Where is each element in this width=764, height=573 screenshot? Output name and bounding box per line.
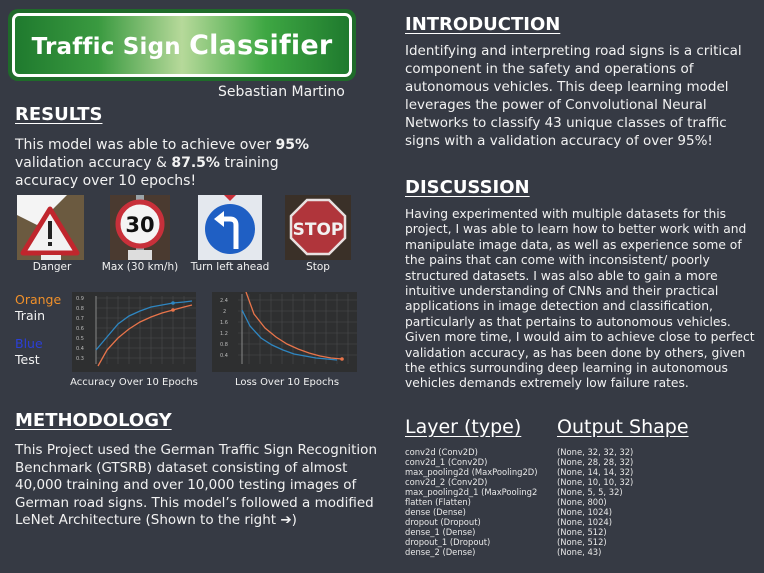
output-shape: (None, 32, 32, 32): [557, 447, 634, 457]
layer-list: conv2d (Conv2D) conv2d_1 (Conv2D) max_po…: [405, 447, 538, 557]
layer-name: conv2d (Conv2D): [405, 447, 478, 457]
title-sign-inner: Traffic Sign Classifier: [12, 13, 352, 77]
layer-name: max_pooling2d (MaxPooling2D): [405, 467, 538, 477]
results-text: This model was able to achieve over 95% …: [15, 136, 345, 190]
svg-text:0.8: 0.8: [220, 342, 228, 348]
output-shape: (None, 1024): [557, 517, 613, 527]
output-shape: (None, 512): [557, 527, 607, 537]
layer-name: max_pooling2d_1 (MaxPooling2: [405, 487, 538, 497]
svg-text:0.4: 0.4: [220, 353, 228, 359]
output-shape-list: (None, 32, 32, 32) (None, 28, 28, 32) (N…: [557, 447, 633, 557]
methodology-heading: METHODOLOGY: [15, 410, 172, 431]
title-sign: Traffic Sign Classifier: [8, 9, 356, 81]
svg-text:0.4: 0.4: [76, 346, 84, 352]
svg-text:0.8: 0.8: [76, 306, 84, 312]
introduction-text: Identifying and interpreting road signs …: [405, 43, 742, 149]
speed-limit-30-sign-image: 30: [110, 195, 170, 260]
results-heading: RESULTS: [15, 104, 103, 125]
layer-name: dropout (Dropout): [405, 517, 481, 527]
stop-sign-image: STOP: [285, 195, 351, 260]
svg-text:0.6: 0.6: [76, 326, 84, 332]
author-name: Sebastian Martino: [218, 84, 345, 100]
sign-label-turn-left: Turn left ahead: [190, 261, 270, 273]
results-text-2: validation accuracy &: [15, 155, 172, 171]
svg-text:0.3: 0.3: [76, 356, 84, 362]
output-shape: (None, 512): [557, 537, 607, 547]
legend-test-label: Test: [15, 352, 40, 367]
accuracy-chart: 0.9 0.8 0.7 0.6 0.5 0.4 0.3: [72, 292, 196, 372]
title-part-1: Traffic Sign: [31, 33, 190, 60]
introduction-heading: INTRODUCTION: [405, 14, 561, 35]
sign-label-danger: Danger: [32, 261, 72, 273]
layer-name: dense_2 (Dense): [405, 547, 476, 557]
output-shape: (None, 28, 28, 32): [557, 457, 634, 467]
legend-blue-label: Blue: [15, 336, 43, 351]
svg-text:0.9: 0.9: [76, 296, 84, 302]
title-part-2: Classifier: [189, 29, 333, 61]
sign-label-30: Max (30 km/h): [101, 261, 179, 273]
svg-text:2.4: 2.4: [220, 298, 228, 304]
svg-text:STOP: STOP: [293, 220, 344, 240]
legend-orange-label: Orange: [15, 292, 62, 307]
results-bold-875: 87.5%: [171, 155, 220, 171]
page-title: Traffic Sign Classifier: [32, 30, 333, 61]
chart-legend: Orange Train Blue Test: [15, 292, 61, 368]
output-shape: (None, 800): [557, 497, 607, 507]
layer-name: dense_1 (Dense): [405, 527, 476, 537]
svg-text:0.7: 0.7: [76, 316, 84, 322]
accuracy-chart-title: Accuracy Over 10 Epochs: [70, 377, 198, 388]
output-shape: (None, 43): [557, 547, 602, 557]
sign-examples: Danger 30 Max (30 km/h) Turn left ahead …: [15, 195, 351, 275]
output-shape-heading: Output Shape: [557, 416, 689, 438]
svg-text:30: 30: [125, 213, 154, 237]
output-shape: (None, 1024): [557, 507, 613, 517]
methodology-text: This Project used the German Traffic Sig…: [15, 442, 377, 529]
svg-text:2: 2: [223, 309, 226, 315]
loss-chart-title: Loss Over 10 Epochs: [234, 377, 340, 388]
layer-name: flatten (Flatten): [405, 497, 471, 507]
results-text-3: training accuracy over 10 epochs!: [15, 155, 279, 189]
sign-label-stop: Stop: [306, 261, 330, 273]
svg-text:1.2: 1.2: [220, 331, 228, 337]
output-shape: (None, 14, 14, 32): [557, 467, 634, 477]
danger-sign-image: [17, 195, 84, 260]
discussion-text: Having experimented with multiple datase…: [405, 207, 755, 391]
results-bold-95: 95%: [275, 137, 309, 153]
output-shape: (None, 5, 5, 32): [557, 487, 623, 497]
turn-left-sign-image: [198, 195, 262, 260]
layer-name: dense (Dense): [405, 507, 466, 517]
layer-type-heading: Layer (type): [405, 416, 522, 438]
discussion-heading: DISCUSSION: [405, 177, 530, 198]
loss-chart: 2.4 2 1.6 1.2 0.8 0.4: [212, 291, 357, 372]
svg-text:1.6: 1.6: [220, 320, 228, 326]
layer-name: dropout_1 (Dropout): [405, 537, 491, 547]
output-shape: (None, 10, 10, 32): [557, 477, 634, 487]
svg-text:0.5: 0.5: [76, 336, 84, 342]
layer-name: conv2d_1 (Conv2D): [405, 457, 488, 467]
layer-name: conv2d_2 (Conv2D): [405, 477, 488, 487]
results-text-1: This model was able to achieve over: [15, 137, 276, 153]
legend-train-label: Train: [15, 308, 45, 323]
